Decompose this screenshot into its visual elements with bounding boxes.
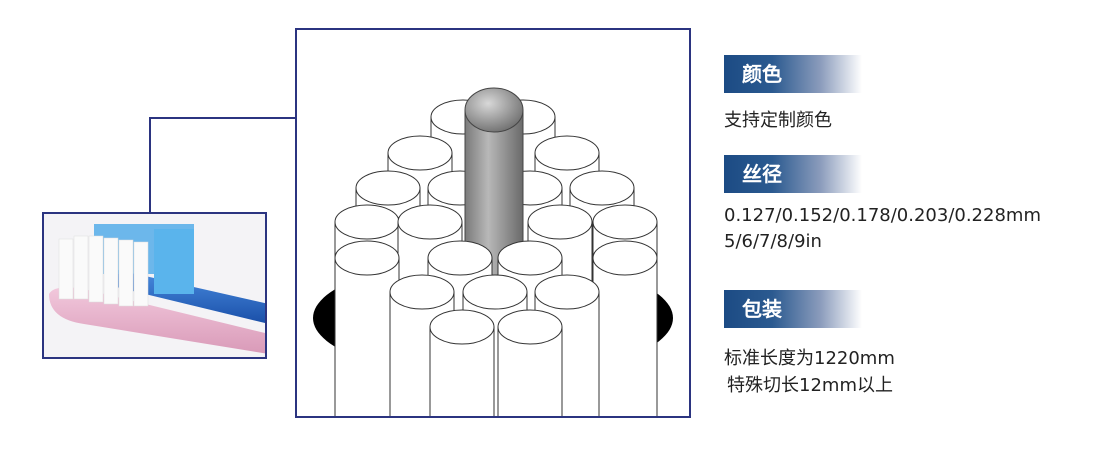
connector-vertical [149, 117, 151, 213]
bristle-cylinders-illustration [313, 87, 673, 416]
bristle-top [497, 240, 563, 276]
section-header-packaging: 包装 [724, 290, 862, 328]
bristle-top [527, 204, 593, 240]
diameter-in-text: 5/6/7/8/9in [724, 231, 822, 252]
toothbrush-photo [42, 212, 267, 359]
color-text: 支持定制颜色 [724, 110, 832, 131]
bristle-top [429, 309, 495, 345]
packaging-cut-text: 特殊切长12mm以上 [727, 375, 893, 396]
bristle-top [387, 135, 453, 171]
bristle-top [592, 204, 658, 240]
connector-horizontal [149, 117, 296, 119]
bristle-top [534, 135, 600, 171]
bristle-top [389, 274, 455, 310]
bristle-top [497, 309, 563, 345]
bristle-top [534, 274, 600, 310]
section-header-color: 颜色 [724, 55, 862, 93]
bristle-top [462, 274, 528, 310]
bristle-top [355, 170, 421, 206]
pin-dome [464, 87, 524, 133]
diameter-mm-text: 0.127/0.152/0.178/0.203/0.228mm [724, 205, 1041, 226]
bristle-top [569, 170, 635, 206]
bristle-top [427, 240, 493, 276]
bristle-top [334, 204, 400, 240]
packaging-length-text: 标准长度为1220mm [724, 348, 895, 369]
bristle-top [592, 240, 658, 276]
bristle-top [334, 240, 400, 276]
section-header-diameter: 丝径 [724, 155, 862, 193]
bristle-top [397, 204, 463, 240]
bristle-diagram [295, 28, 691, 418]
bristle-cylinder [334, 257, 400, 416]
bristle-cylinder [592, 257, 658, 416]
